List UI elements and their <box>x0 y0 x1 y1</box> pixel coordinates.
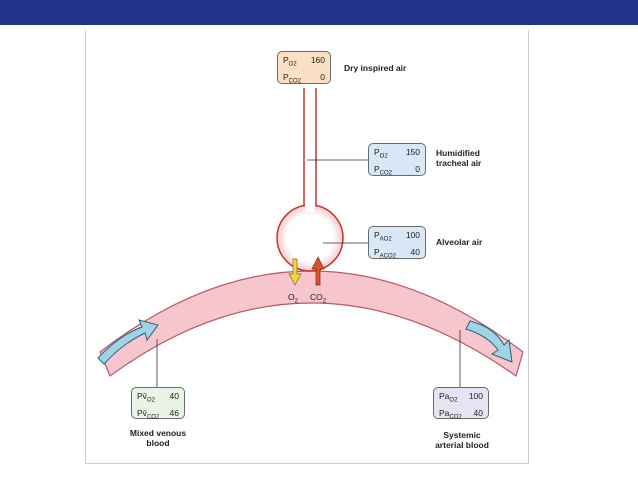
tracheal-air-label: Humidified tracheal air <box>436 148 482 168</box>
arterial-blood-label: Systemic arterial blood <box>435 430 489 450</box>
venous-inflow-arrow <box>97 319 159 365</box>
arterial-outflow-arrow <box>465 320 513 363</box>
venous-blood-label: Mixed venous blood <box>129 428 187 448</box>
alveolar-air-label: Alveolar air <box>436 237 483 247</box>
airway-tube <box>303 88 317 210</box>
header-bar <box>0 0 638 25</box>
blood-vessel <box>99 270 524 377</box>
co2-label: CO2 <box>310 292 327 305</box>
leader-lines <box>156 159 461 387</box>
figure-frame <box>85 30 529 464</box>
o2-arrow <box>288 258 302 286</box>
o2-label: O2 <box>288 292 298 305</box>
co2-arrow <box>311 256 325 286</box>
alveolus <box>276 204 344 272</box>
dry-air-label: Dry inspired air <box>344 63 407 73</box>
